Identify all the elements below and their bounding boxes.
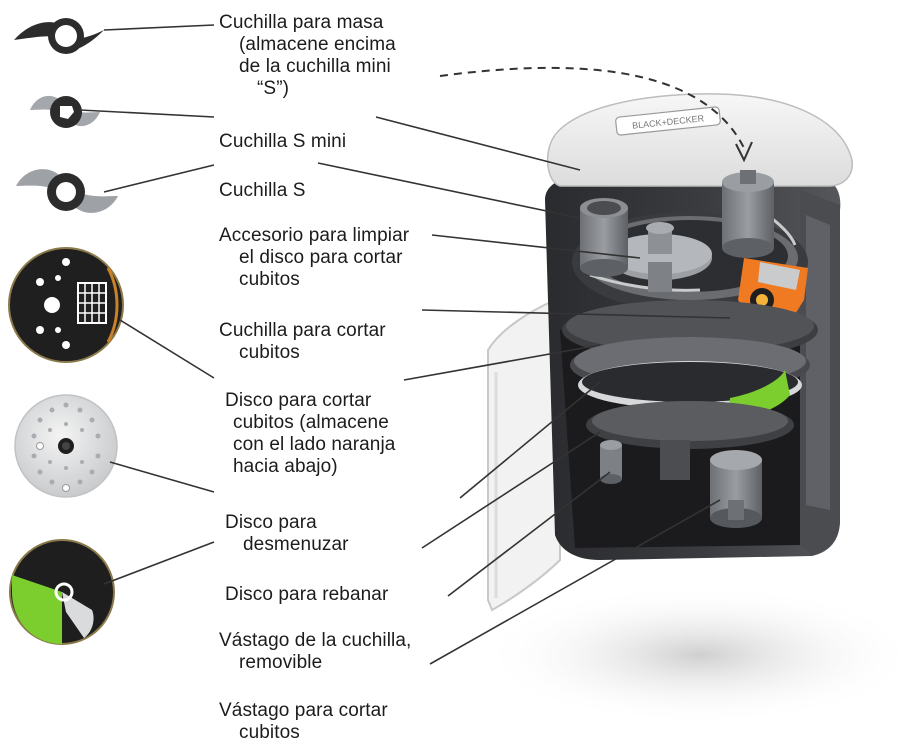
slicing-disc-icon [9,539,115,645]
mini-s-blade-icon [30,95,100,128]
floor-shadow [480,585,907,725]
s-blade-icon [16,169,118,213]
label-dicing-disc: Disco para cortar cubitos (almacene con … [225,390,396,477]
dough-blade-icon [14,18,104,54]
label-dough-blade: Cuchilla para masa (almacene encima de l… [219,12,396,99]
label-mini-s-blade: Cuchilla S mini [219,131,347,152]
label-blade-stem: Vástago de la cuchilla, removible [219,630,412,673]
label-s-blade: Cuchilla S [219,180,306,201]
label-dicing-cleaner: Accesorio para limpiar el disco para cor… [219,225,410,290]
dicing-disc-icon [8,247,124,363]
brand-badge [615,106,721,136]
label-dicing-stem: Vástago para cortar cubitos [219,700,388,743]
label-shredding-disc: Disco para desmenuzar [225,512,349,555]
store-arrow [439,66,745,149]
leader-lines [79,24,731,665]
label-slicing-disc: Disco para rebanar [225,584,389,605]
shredding-disc-icon [14,394,118,498]
label-dicing-blade: Cuchilla para cortar cubitos [219,320,386,363]
lid [547,93,853,187]
clear-door [487,298,561,612]
